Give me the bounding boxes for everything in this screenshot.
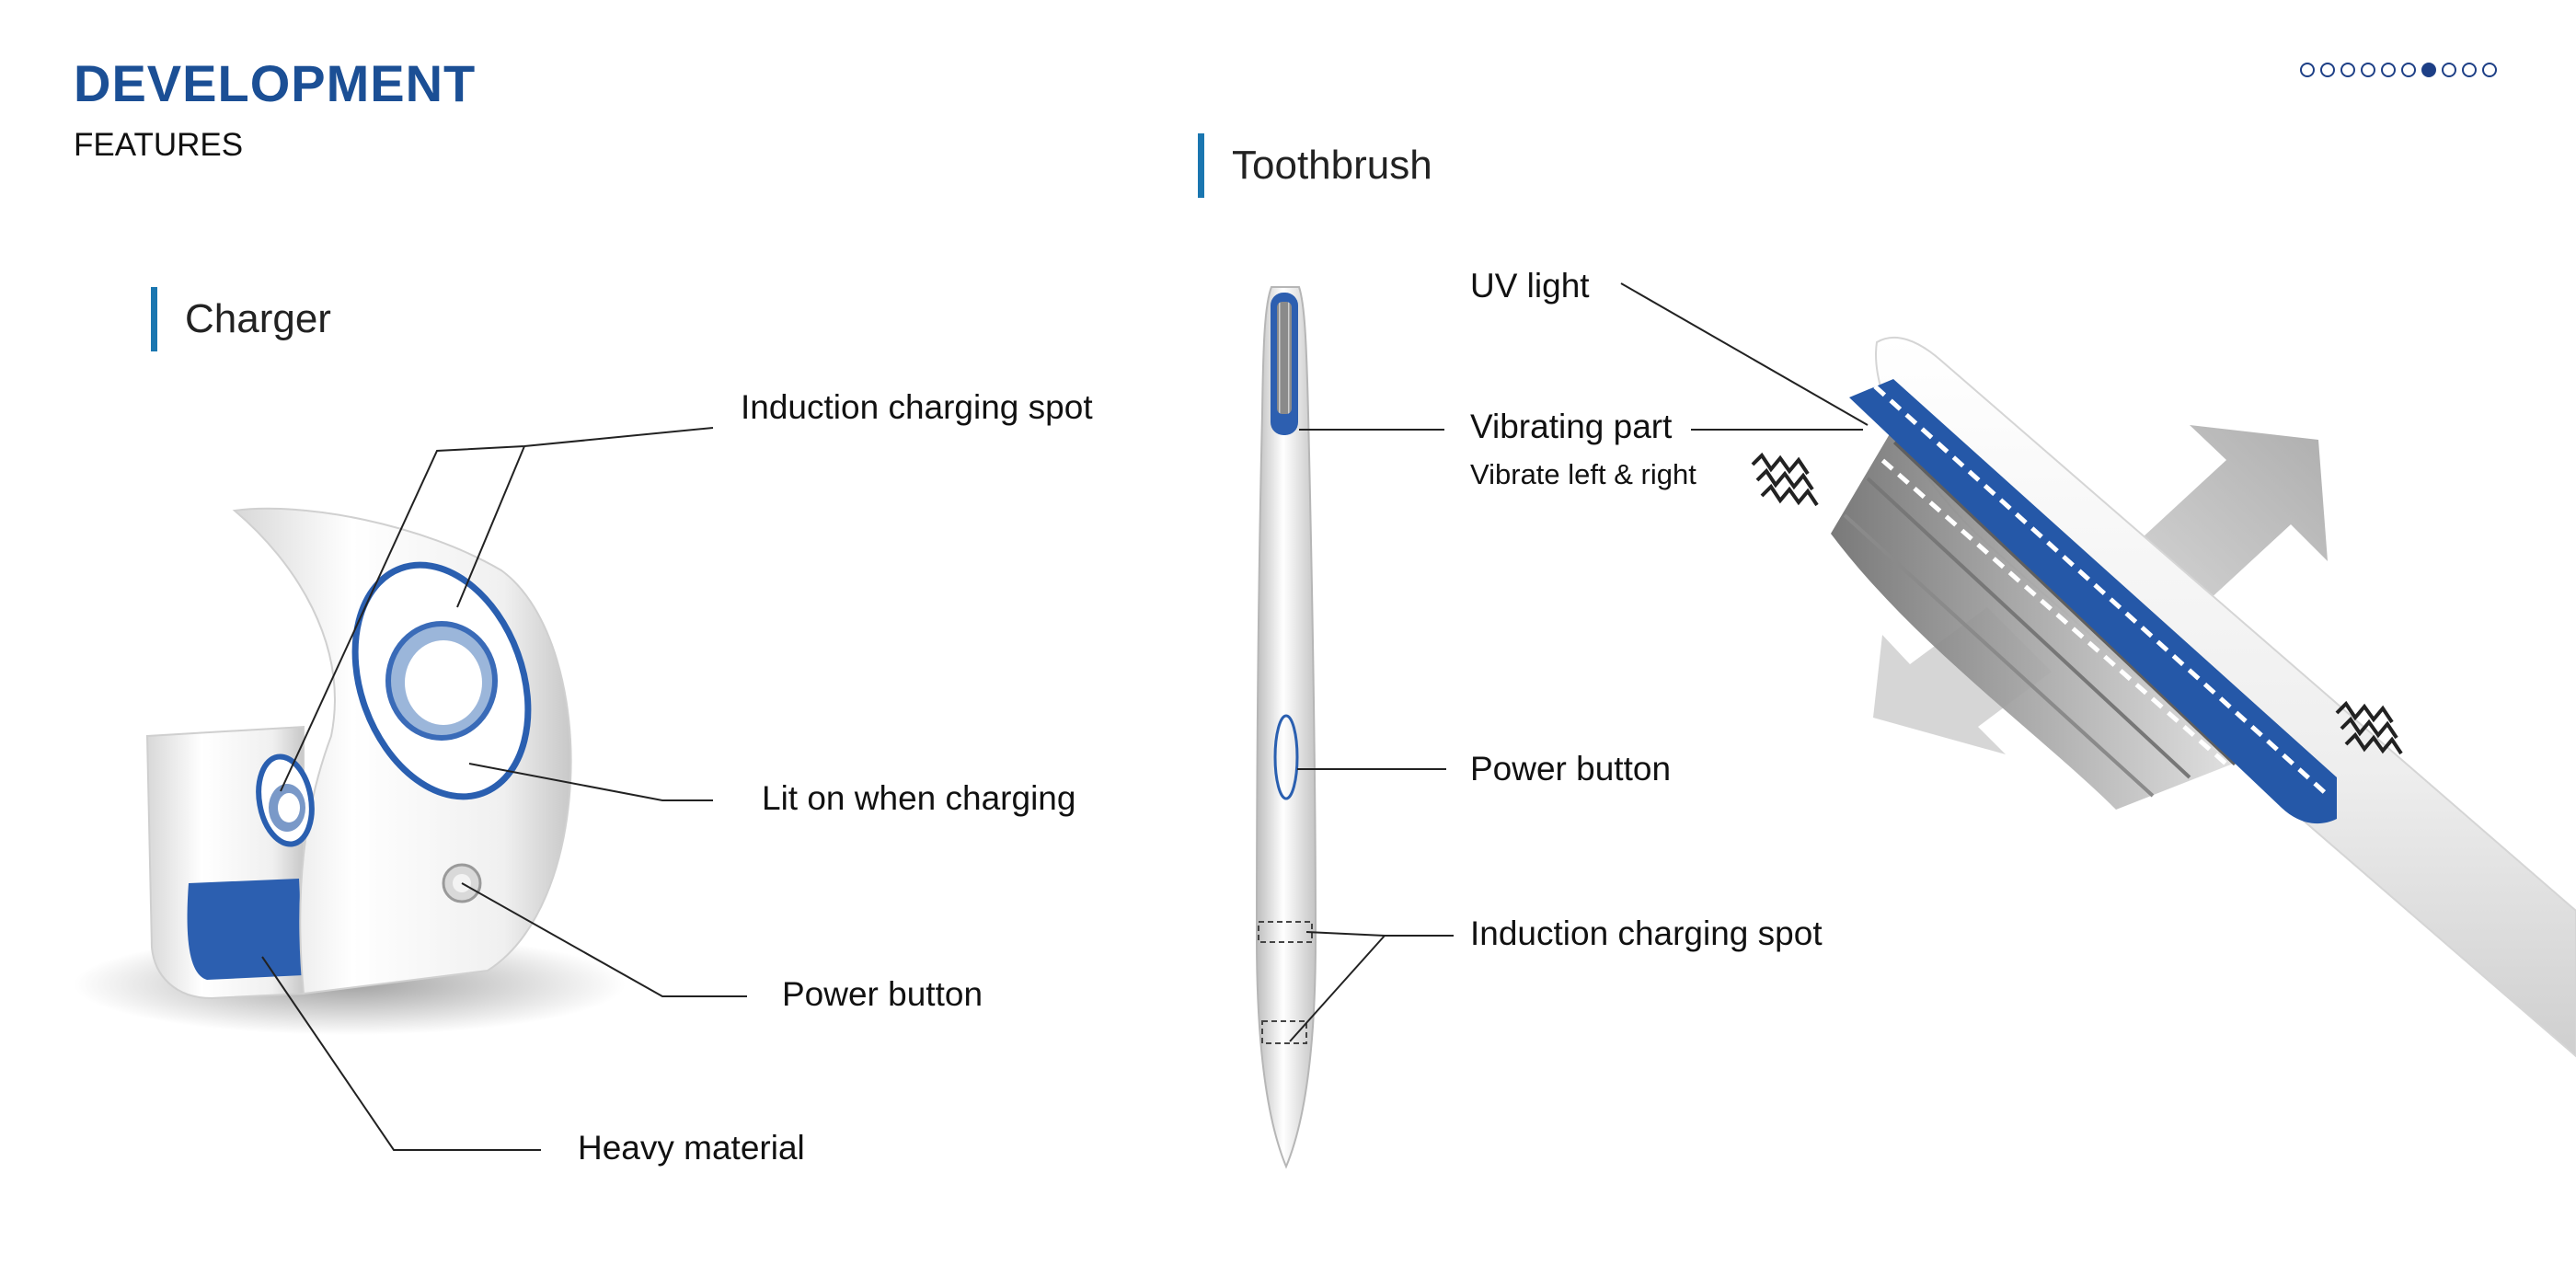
charger-label-induction: Induction charging spot [741,388,1093,426]
charger-section-title: Charger [151,287,331,351]
vibration-icon [1751,452,1819,507]
pagination-dots [2300,63,2497,77]
toothbrush-label-vibrating: Vibrating part [1470,408,1673,445]
pagination-dot[interactable] [2421,63,2436,77]
toothbrush-section-title: Toothbrush [1198,133,1432,198]
pagination-dot[interactable] [2482,63,2497,77]
pagination-dot[interactable] [2462,63,2477,77]
pagination-dot[interactable] [2401,63,2416,77]
charger-label-heavy: Heavy material [578,1129,805,1167]
pagination-dot[interactable] [2320,63,2335,77]
toothbrush-label-vibrating-note: Vibrate left & right [1470,458,1696,490]
page-subtitle: FEATURES [74,127,244,163]
charger-illustration [74,507,626,1035]
pagination-dot[interactable] [2340,63,2355,77]
charger-label-power: Power button [782,975,983,1013]
charger-label-lit: Lit on when charging [762,779,1076,817]
charger-leader-lines [261,427,747,1151]
toothbrush-label-uv: UV light [1470,267,1590,305]
toothbrush-leader-lines [1289,282,1869,1042]
pagination-dot[interactable] [2381,63,2396,77]
toothbrush-label-induction: Induction charging spot [1470,914,1823,952]
pagination-dot[interactable] [2361,63,2375,77]
pagination-dot[interactable] [2442,63,2456,77]
vibration-icon [2335,700,2403,755]
page-title: DEVELOPMENT [74,54,477,112]
toothbrush-label-power: Power button [1470,750,1672,788]
pagination-dot[interactable] [2300,63,2315,77]
toothbrush-closeup-illustration [1831,336,2576,1058]
toothbrush-front-illustration [1255,286,1317,1169]
